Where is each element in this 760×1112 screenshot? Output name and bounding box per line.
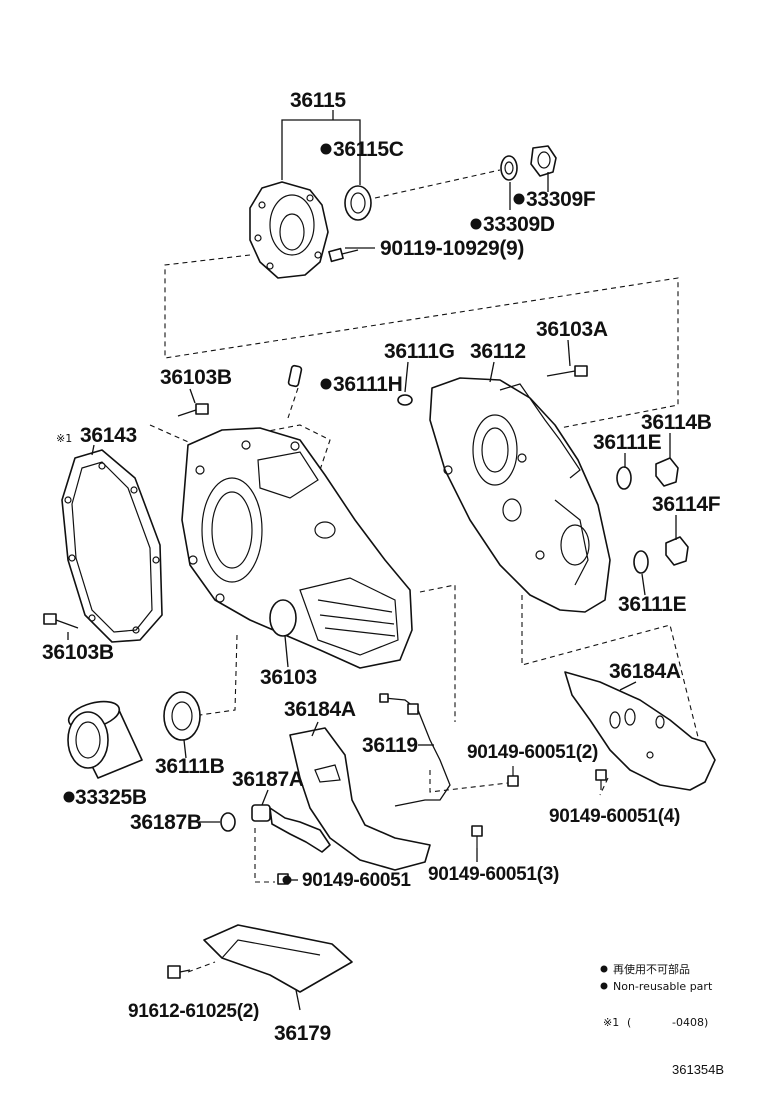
label-36115c: 36115C xyxy=(333,138,404,161)
bolt-36103b-bottom xyxy=(43,613,79,629)
label-36111g: 36111G xyxy=(384,340,455,363)
gasket-36111e-bottom xyxy=(633,550,649,574)
non-reusable-markers xyxy=(63,143,525,885)
plug-33309f xyxy=(530,145,557,177)
plug-36111g xyxy=(397,394,413,406)
seal-33309d xyxy=(500,155,518,181)
label-36111e-top: 36111E xyxy=(593,431,662,454)
bolt-90149-2 xyxy=(507,766,519,787)
label-90149-60051-2: 90149-60051(2) xyxy=(467,742,598,763)
label-33309f: 33309F xyxy=(526,188,596,211)
bolt-90149-4 xyxy=(595,769,607,790)
footnote-mark: ※1 xyxy=(603,1016,619,1029)
label-33309d: 33309D xyxy=(483,213,555,236)
extension-housing-36115 xyxy=(249,181,329,279)
label-36111e-bottom: 36111E xyxy=(618,593,687,616)
breather-36111h xyxy=(287,364,303,388)
label-36184a-right: 36184A xyxy=(609,660,681,683)
label-90119-10929: 90119-10929(9) xyxy=(380,237,524,260)
wire-36119 xyxy=(379,693,451,807)
bolt-90149-3 xyxy=(471,825,483,848)
label-36103b-bottom: 36103B xyxy=(42,641,114,664)
label-90149-60051: 90149-60051 xyxy=(302,870,411,891)
transfer-case-36112 xyxy=(429,377,611,613)
transfer-case-36103 xyxy=(181,427,413,669)
label-36103a: 36103A xyxy=(536,318,608,341)
label-36119: 36119 xyxy=(362,734,418,757)
bolt-36103a xyxy=(546,365,588,377)
sleeve-33325b xyxy=(67,700,143,779)
label-36143-mark: ※1 xyxy=(56,432,72,445)
label-36187b: 36187B xyxy=(130,811,202,834)
bolt-90119 xyxy=(328,247,359,263)
oil-seal-36111b xyxy=(163,691,201,741)
gasket-36111e-top xyxy=(616,466,632,490)
label-36187a: 36187A xyxy=(232,768,304,791)
plug-36114f xyxy=(665,536,689,566)
label-36112: 36112 xyxy=(470,340,526,363)
oil-guide-36184a-left xyxy=(289,727,431,871)
label-36184a-left: 36184A xyxy=(284,698,356,721)
label-91612-61025: 91612-61025(2) xyxy=(128,1001,259,1022)
part-labels: 36115 36115C 33309F 33309D 90119-10929(9… xyxy=(42,89,721,1045)
label-36111b: 36111B xyxy=(155,755,225,778)
sensor-36187a xyxy=(251,804,331,853)
label-36111h: 36111H xyxy=(333,373,402,396)
label-36143: 36143 xyxy=(80,424,137,447)
legend: 再使用不可部品 Non-reusable part ※1 ( -0408) xyxy=(600,962,713,1029)
label-33325b: 33325B xyxy=(75,786,147,809)
label-36103: 36103 xyxy=(260,666,317,689)
legend-japanese: 再使用不可部品 xyxy=(613,962,690,976)
footnote-paren: ( xyxy=(627,1016,631,1029)
diagram-code: 361354B xyxy=(672,1062,724,1077)
oil-guide-36184a-right xyxy=(564,671,716,791)
o-ring-36187b xyxy=(220,812,236,832)
legend-english: Non-reusable part xyxy=(613,980,713,993)
legend-dot-1 xyxy=(600,965,608,973)
gasket-36143 xyxy=(61,449,163,643)
cover-36179 xyxy=(167,924,353,993)
leader-lines xyxy=(67,110,677,1011)
label-36114f: 36114F xyxy=(652,493,721,516)
oil-seal-36115c xyxy=(344,185,372,221)
label-36103b-top: 36103B xyxy=(160,366,232,389)
legend-dot-2 xyxy=(600,982,608,990)
label-36114b: 36114B xyxy=(641,411,712,434)
plug-36114b xyxy=(655,457,679,487)
label-36179: 36179 xyxy=(274,1022,331,1045)
footnote-value: -0408) xyxy=(672,1016,708,1029)
assembly-guides xyxy=(149,169,701,973)
label-90149-60051-3: 90149-60051(3) xyxy=(428,864,559,885)
label-36115: 36115 xyxy=(290,89,346,112)
label-90149-60051-4: 90149-60051(4) xyxy=(549,806,680,827)
bolt-36103b-top xyxy=(177,403,209,417)
